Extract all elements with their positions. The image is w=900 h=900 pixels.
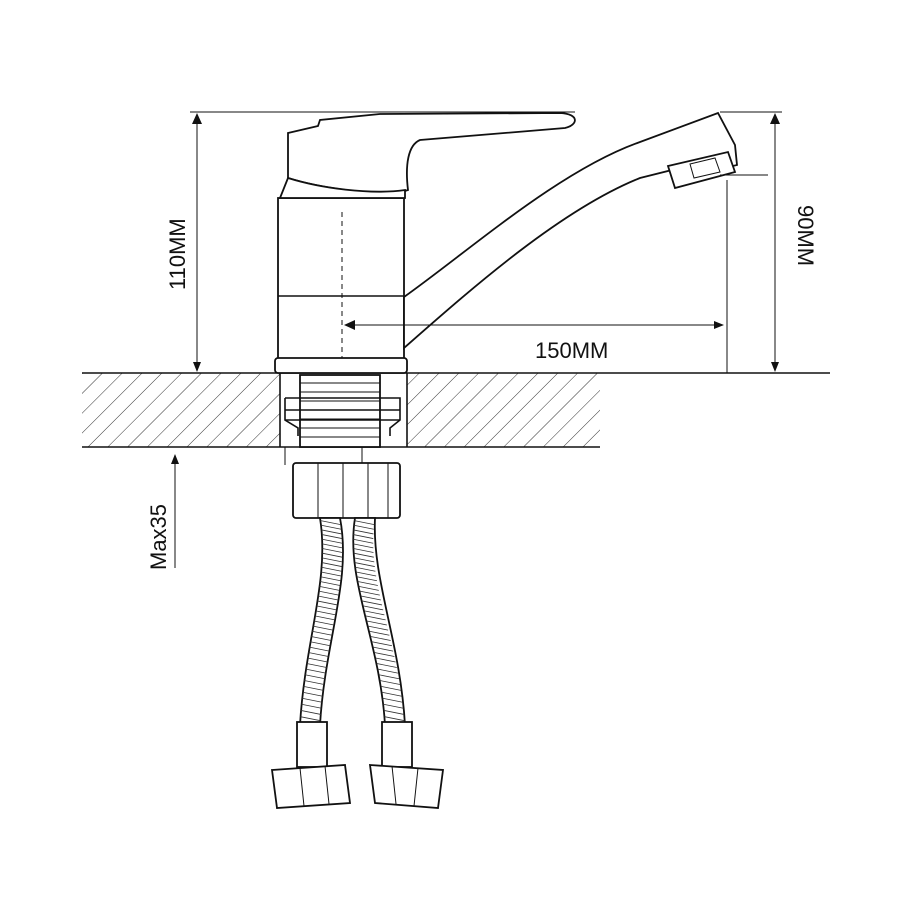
hose-rib [317, 595, 339, 601]
hose-rib [368, 625, 389, 631]
hose-rib [304, 680, 325, 685]
hose-rib [303, 685, 324, 691]
hose-rib [382, 697, 403, 703]
flexible-hoses [270, 517, 445, 809]
hose-rib [358, 585, 379, 591]
lever-handle [278, 112, 576, 199]
hose-rib [369, 630, 390, 636]
hose-rib [302, 691, 323, 697]
hose-rib [353, 552, 374, 558]
hose-rib [314, 615, 335, 621]
hose-rib [353, 529, 374, 535]
label-max35: Max35 [146, 504, 171, 570]
hose-rib [354, 562, 375, 567]
hose-rib [322, 538, 343, 544]
label-150mm: 150MM [535, 338, 608, 363]
hose-rib [353, 538, 374, 544]
countertop [82, 372, 830, 448]
hose-rib [374, 652, 395, 657]
hose-rib [383, 710, 405, 715]
hose-rib [318, 590, 339, 596]
hose-rib [320, 571, 342, 577]
dimension-90 [720, 111, 782, 373]
hose-rib [321, 524, 342, 530]
hose-rib [317, 600, 338, 606]
hose-rib [366, 620, 387, 626]
dimension-110 [190, 111, 575, 372]
dimension-150 [344, 320, 724, 330]
hose-rib [321, 566, 342, 572]
hose-rib [371, 641, 393, 647]
hose-rib [321, 557, 343, 563]
hose-rib [377, 668, 399, 674]
hose-rib [320, 576, 341, 582]
hose-rib [322, 548, 343, 553]
hose-rib [309, 646, 330, 652]
threaded-shank [284, 374, 401, 465]
hose-rib [353, 534, 374, 539]
hose-rib [373, 646, 394, 652]
hose-rib [354, 557, 375, 563]
hose-rib [312, 625, 334, 631]
hose-rib [308, 652, 329, 657]
hose-rib [312, 630, 333, 636]
hose-rib [319, 581, 341, 586]
hose-rib [380, 685, 402, 691]
hose-rib [381, 691, 402, 697]
hose-rib [384, 716, 405, 722]
hose-rib [322, 543, 343, 549]
hose-rib [321, 529, 342, 535]
hose-rib [305, 668, 326, 674]
hose-rib [364, 610, 385, 616]
hose-rib [321, 534, 343, 539]
faucet-body [274, 197, 408, 374]
hose-rib [353, 548, 374, 553]
hose-rib [301, 703, 322, 709]
hose-rib [354, 520, 375, 526]
label-110mm: 110MM [165, 218, 190, 290]
hose-rib [365, 615, 386, 621]
hose-rib [356, 571, 377, 577]
hose-rib [319, 585, 340, 591]
hose-rib [304, 674, 326, 680]
hose-rib [301, 697, 323, 703]
spout [403, 111, 738, 350]
hose-rib [378, 674, 400, 680]
hose-rib [321, 562, 342, 567]
hose-rib [353, 524, 374, 530]
hose-rib [356, 576, 378, 582]
hose-rib [311, 636, 332, 641]
hose-rib [363, 605, 384, 611]
hose-rib [361, 600, 383, 606]
hose-rib [376, 663, 397, 668]
hose-rib [360, 595, 381, 601]
hose-rib [383, 703, 404, 709]
hose-rib [300, 716, 321, 722]
hose-rib [307, 657, 328, 663]
hose-rib [300, 710, 321, 715]
hose-rib [375, 657, 396, 663]
hose-rib [379, 680, 401, 685]
label-90mm: 90MM [793, 205, 818, 266]
hose-rib [306, 663, 327, 668]
hose-rib [313, 620, 334, 626]
hose-rib [353, 543, 374, 549]
hose-rib [355, 566, 376, 572]
hose-rib [359, 590, 380, 596]
hose-rib [322, 552, 343, 558]
hose-rib [370, 636, 391, 641]
hose-rib [316, 605, 337, 611]
hose-rib [310, 641, 331, 647]
hose-rib [320, 520, 341, 526]
hose-rib [357, 581, 378, 586]
mounting-nut [292, 462, 401, 519]
hose-rib [315, 610, 336, 616]
